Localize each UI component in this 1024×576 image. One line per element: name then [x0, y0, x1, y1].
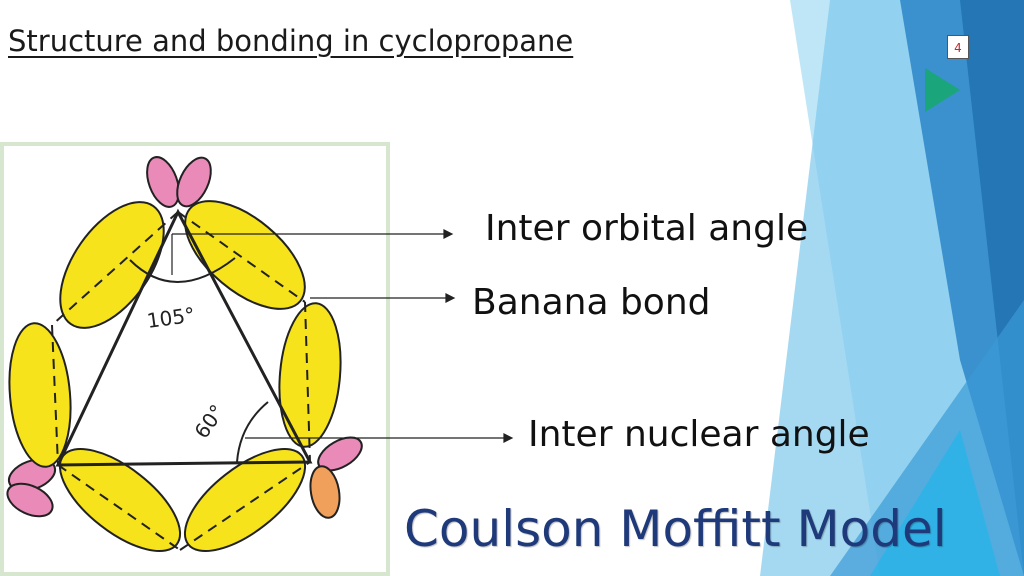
pink-lobes: [6, 156, 363, 519]
lobe-right-lower: [278, 302, 342, 448]
lobe-left-lower: [8, 322, 72, 468]
cyclopropane-diagram: 105° 60°: [0, 142, 390, 576]
banana-bond-label: Banana bond: [472, 282, 711, 323]
deco-arrow-green: [925, 68, 960, 112]
page-number-badge: 4: [947, 35, 969, 59]
top-pink-lobe-left: [146, 156, 180, 208]
angle-arc-105: [129, 257, 236, 283]
model-title: Coulson Moffitt Model: [404, 500, 947, 558]
lobe-right-upper: [184, 200, 306, 310]
inter-nuclear-angle-label: Inter nuclear angle: [528, 414, 870, 455]
carbon-triangle: [55, 208, 313, 467]
angle-arc-60: [236, 401, 269, 463]
left-pink-lobe-lower: [6, 482, 54, 518]
slide-title: Structure and bonding in cyclopropane: [8, 24, 574, 58]
inter-orbital-angle-label: Inter orbital angle: [485, 208, 809, 249]
right-pink-lobe-lower: [309, 465, 341, 519]
yellow-lobes: [8, 200, 342, 552]
top-pink-lobe-right: [176, 156, 212, 208]
orbital-axes: [51, 211, 311, 551]
deco-facet-bright: [870, 430, 1000, 576]
